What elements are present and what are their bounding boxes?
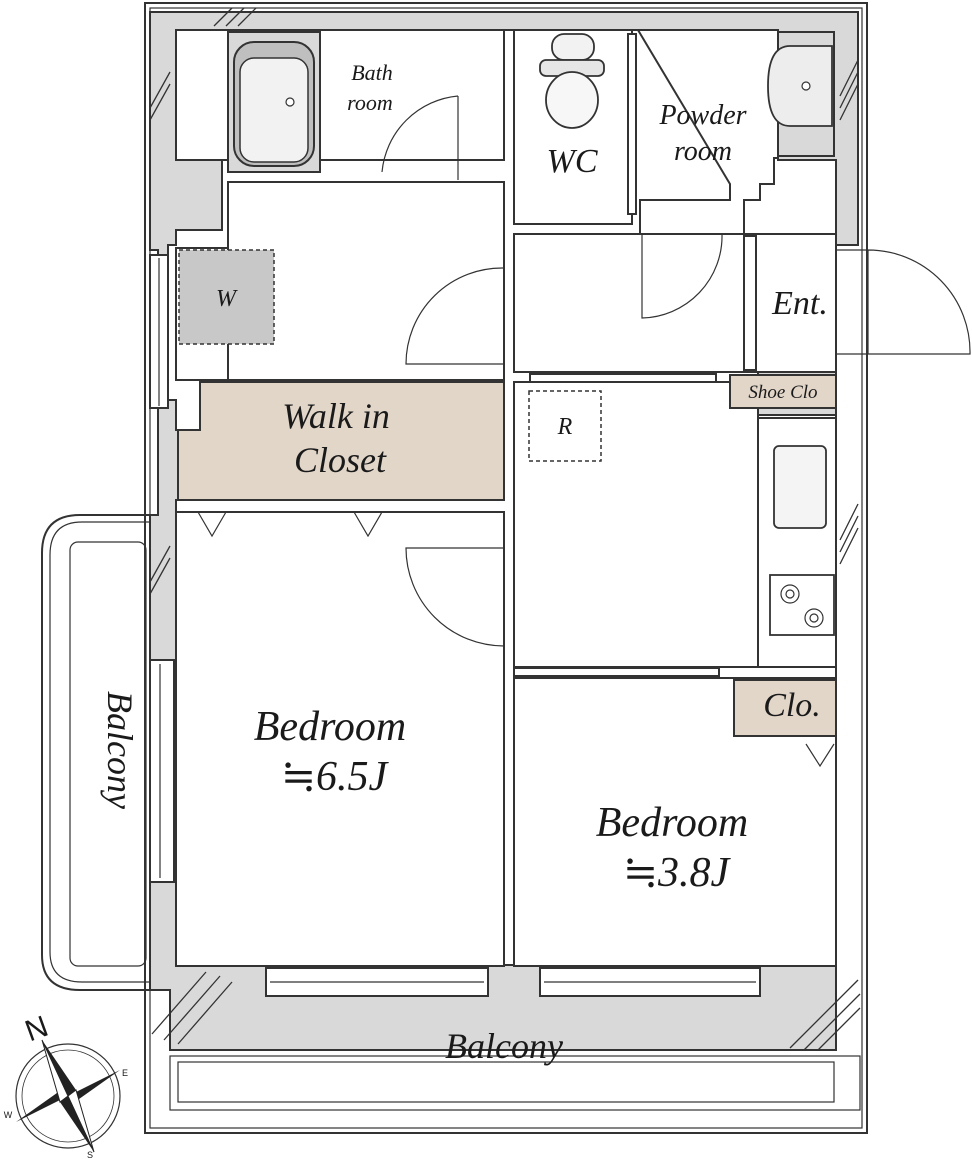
compass-north: N [21,1010,53,1048]
door-laundry [405,267,505,365]
bedroom2-name: Bedroom [596,800,748,846]
compass-west: W [4,1110,13,1120]
bath-label-2: room [347,90,393,115]
compass-icon [15,1039,121,1153]
closet-label: Clo. [763,687,821,724]
wc-label: WC [547,143,598,180]
compass-east: E [122,1068,128,1078]
washer-label: W [216,286,238,312]
door-bedroom1 [405,547,505,647]
bottom-balcony-label: Balcony [445,1026,563,1066]
refrigerator-space [528,390,602,462]
refrigerator-label: R [557,414,573,440]
bath-label: Bath [351,60,393,85]
bedroom1-name: Bedroom [254,704,406,750]
entrance-label: Ent. [771,285,828,322]
washer-space [178,249,275,345]
side-balcony-label: Balcony [100,691,140,809]
bedroom1-size: ≒6.5J [281,754,390,800]
closet [733,679,837,768]
windows [149,33,761,997]
door-bath [381,95,459,180]
bottom-balcony [169,1055,861,1111]
toilet-icon [539,33,605,129]
doors [381,95,971,647]
shoe-closet-label: Shoe Clo [748,382,817,403]
powder-label: Powder [658,100,746,131]
walkin-closet [177,381,505,538]
stove-burner-icon [780,584,824,628]
walkin-label-2: Closet [294,440,387,480]
wall-hatching [149,7,861,1051]
compass-south: S [87,1150,93,1159]
bedroom2-size: ≒3.8J [623,850,732,896]
door-entrance [867,249,971,355]
shoe-closet [729,374,837,409]
kitchen-counter [757,417,837,668]
bathtub-icon [227,31,321,173]
door-powder [641,233,723,319]
side-balcony [41,514,150,991]
powder-label-2: room [674,136,732,167]
washbasin-icon [767,31,835,157]
walkin-label: Walk in [282,396,390,436]
